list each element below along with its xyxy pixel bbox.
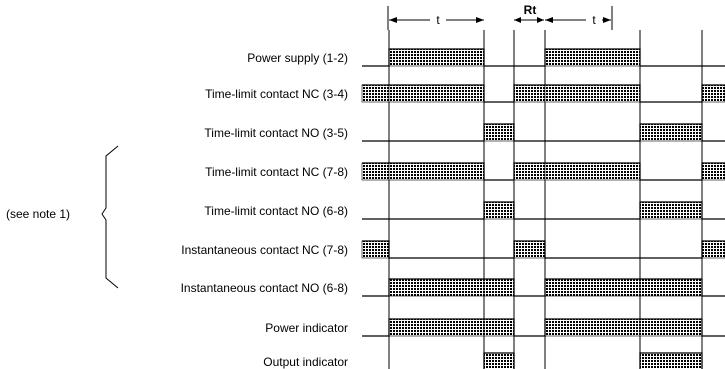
arrowhead [514,17,521,23]
signal-label: Time-limit contact NO (6-8) [204,204,348,218]
event-lines [388,30,703,369]
on-state-block [388,84,485,103]
arrowhead [389,17,397,23]
signal-row: Instantaneous contact NO (6-8) [181,278,725,297]
arrowhead [603,17,611,23]
time-dimension-marks: t Rt t [387,3,613,30]
t-right-label: t [592,13,596,27]
on-state-block [483,278,515,297]
on-state-block [701,240,725,259]
on-state-block [388,278,485,297]
on-state-block [544,278,641,297]
waveform-line [362,318,725,337]
on-state-block [388,318,485,337]
arrowhead [537,17,544,23]
waveform-line [362,278,725,297]
signal-label: Output indicator [263,355,348,369]
on-state-block [388,48,485,67]
arrowhead [476,17,484,23]
on-state-block [544,48,641,67]
arrowhead [545,17,553,23]
note-label: (see note 1) [6,207,70,221]
signal-rows: Power supply (1-2) Time-limit contact NC … [181,48,725,369]
on-state-block [361,240,390,259]
on-state-block [483,318,515,337]
signal-label: Instantaneous contact NO (6-8) [181,281,348,295]
waveform-line [483,352,703,369]
on-state-block [544,162,641,181]
waveform-line [362,240,725,259]
signal-row: Time-limit contact NC (3-4) [205,84,725,103]
signal-label: Instantaneous contact NC (7-8) [181,243,348,257]
waveform-line [362,162,725,181]
signal-row: Time-limit contact NO (3-5) [204,123,725,142]
signal-label: Power indicator [265,321,348,335]
on-state-block [701,84,725,103]
waveform-line [362,201,725,220]
signal-label: Time-limit contact NO (3-5) [204,126,348,140]
signal-label: Time-limit contact NC (3-4) [205,87,348,101]
signal-row: Power indicator [265,318,725,337]
on-state-block [544,318,641,337]
on-state-block [513,240,546,259]
signal-label: Power supply (1-2) [247,51,348,65]
on-state-block [639,123,703,142]
signal-row: Time-limit contact NC (7-8) [205,162,725,181]
signal-row: Instantaneous contact NC (7-8) [181,240,725,259]
t-left-label: t [436,13,440,27]
on-state-block [639,352,703,369]
signal-row: Power supply (1-2) [247,48,725,67]
rt-label: Rt [524,3,537,17]
waveform-line [362,84,725,103]
on-state-block [639,201,703,220]
on-state-block [639,318,703,337]
on-state-block [483,352,515,369]
on-state-block [361,162,390,181]
on-state-block [513,162,546,181]
on-state-block [701,162,725,181]
note-brace [101,145,119,289]
on-state-block [544,84,641,103]
on-state-block [483,201,515,220]
on-state-block [513,84,546,103]
on-state-block [483,123,515,142]
on-state-block [361,84,390,103]
on-state-block [639,278,703,297]
on-state-block [388,162,485,181]
waveform-line [362,48,725,67]
signal-label: Time-limit contact NC (7-8) [205,165,348,179]
signal-row: Time-limit contact NO (6-8) [204,201,725,220]
signal-row: Output indicator [263,352,703,369]
waveform-line [362,123,725,142]
